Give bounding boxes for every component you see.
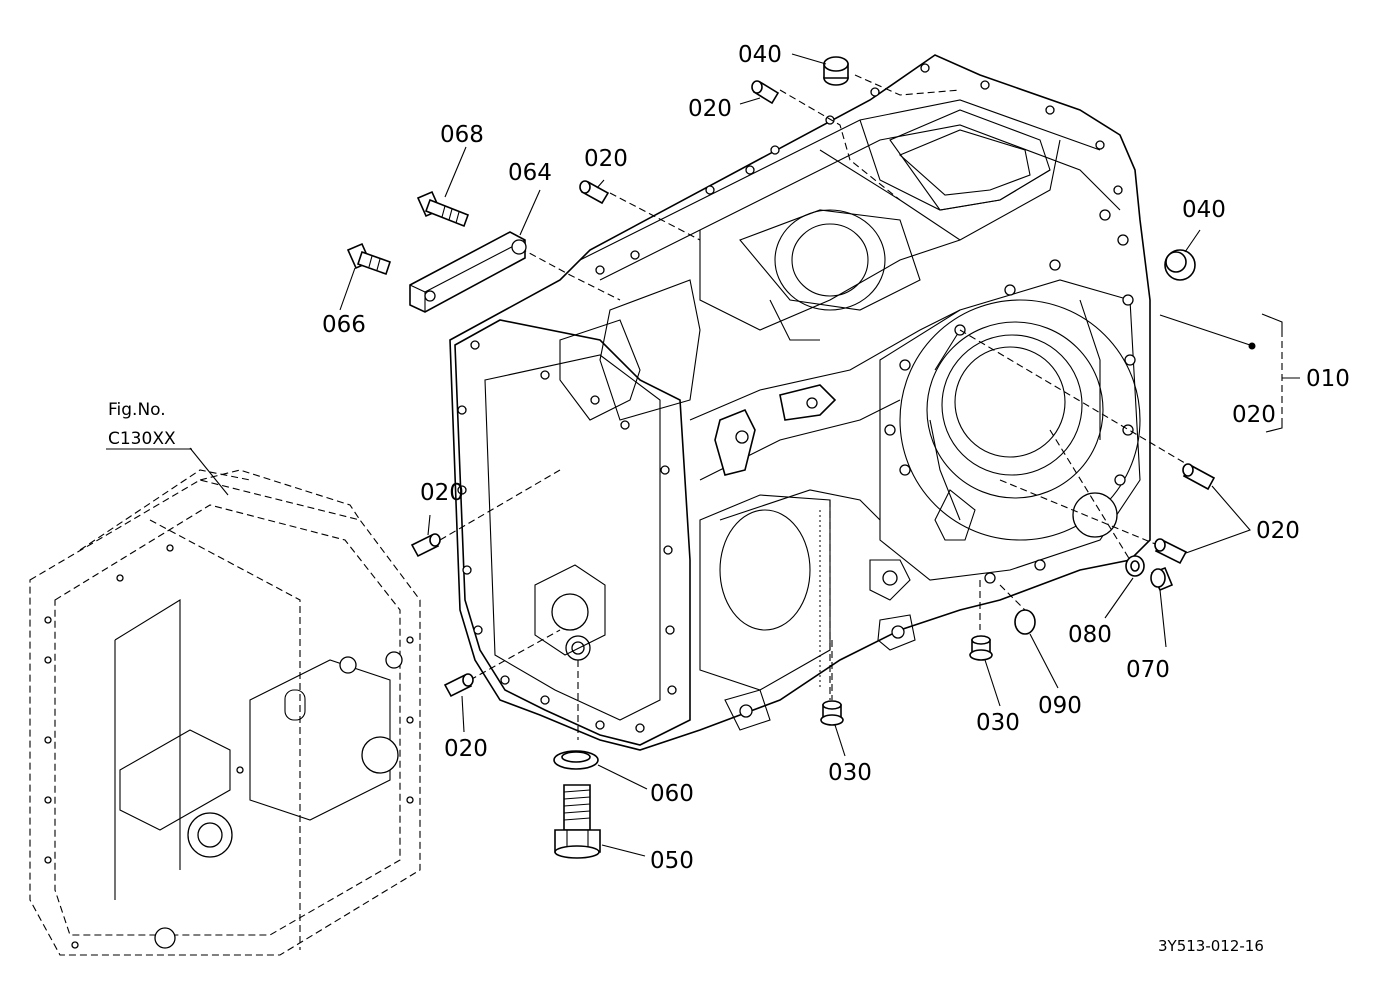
transmission-case-010 [449, 54, 1151, 751]
callout-020-bracket: 020 [1232, 402, 1276, 428]
part-020-dowel-pins [410, 80, 1216, 698]
callout-030-b: 030 [828, 760, 872, 786]
part-050-drain-plug [554, 784, 601, 859]
part-030-plugs [820, 635, 993, 726]
part-066-bolt [346, 242, 392, 276]
callout-090: 090 [1038, 693, 1082, 719]
figure-ref-code: C130XX [108, 429, 176, 449]
figure-ref-title: Fig.No. [108, 400, 166, 420]
part-060-washer [553, 750, 599, 770]
callout-020-top: 020 [688, 96, 732, 122]
assembly-centerlines [439, 74, 1201, 740]
callout-050: 050 [650, 848, 694, 874]
callout-068: 068 [440, 122, 484, 148]
part-070-plug [1150, 566, 1174, 592]
callout-labels: 040 020 068 064 020 040 066 010 020 020 … [322, 42, 1350, 874]
part-090-plug [1014, 609, 1036, 635]
callout-070: 070 [1126, 657, 1170, 683]
callout-064: 064 [508, 160, 552, 186]
callout-080: 080 [1068, 622, 1112, 648]
part-064-bracket [409, 231, 527, 313]
part-080-washer [1125, 555, 1145, 577]
part-040-top-cap [823, 56, 849, 86]
part-040-right-cap [1164, 249, 1196, 281]
callout-020-mid: 020 [584, 146, 628, 172]
figure-reference: Fig.No. C130XX [106, 400, 192, 450]
callout-066: 066 [322, 312, 366, 338]
callout-020-right: 020 [1256, 518, 1300, 544]
callout-030-a: 030 [976, 710, 1020, 736]
callout-040-top: 040 [738, 42, 782, 68]
leader-lines [189, 53, 1300, 857]
adjacent-housing-reference [29, 469, 421, 956]
callout-060: 060 [650, 781, 694, 807]
callout-010: 010 [1306, 366, 1350, 392]
callout-020-left: 020 [420, 480, 464, 506]
callout-020-bottom: 020 [444, 736, 488, 762]
callout-040-right: 040 [1182, 197, 1226, 223]
drawing-code: 3Y513-012-16 [1158, 937, 1264, 955]
part-068-bolt [416, 190, 470, 228]
